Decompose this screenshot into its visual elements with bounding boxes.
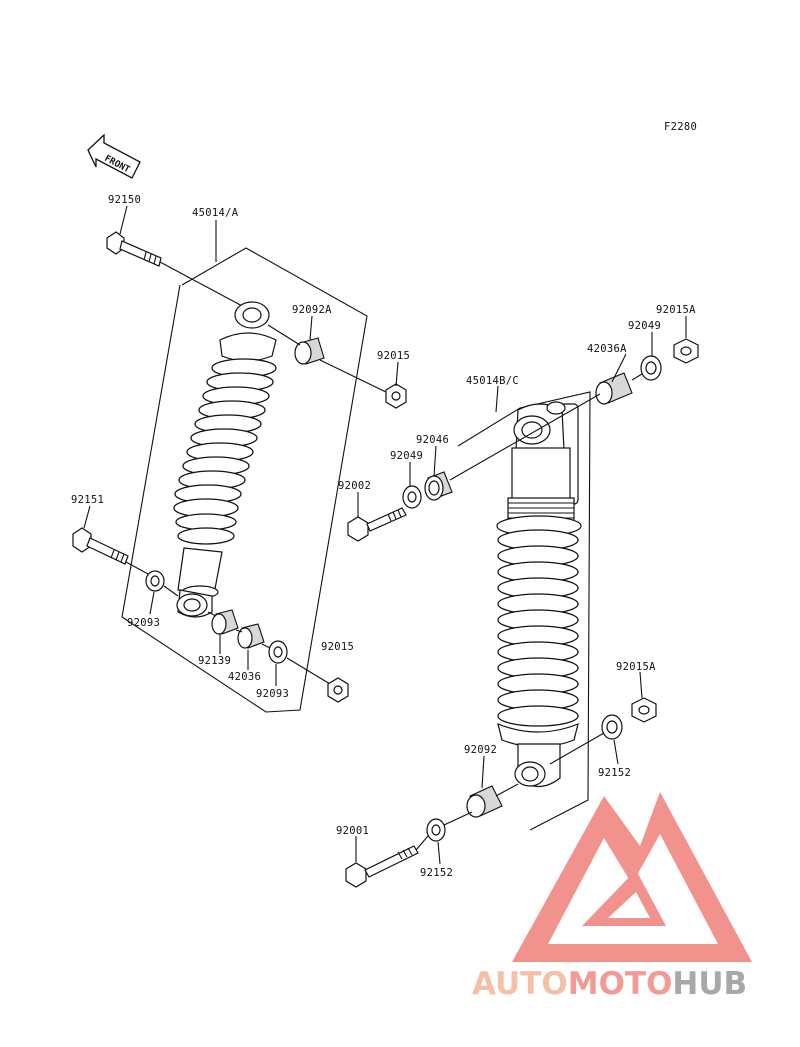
sleeve-42036a	[595, 372, 633, 405]
washer-92093-right	[268, 640, 288, 664]
washer-92152-right	[601, 714, 623, 740]
label-92049-top: 92049	[628, 320, 661, 332]
axis-92015-low	[286, 657, 331, 685]
front-arrow-icon: FRONT	[87, 133, 141, 179]
washer-92093-left	[145, 570, 165, 592]
label-92015a-top: 92015A	[656, 304, 696, 316]
nut-92015a-lower	[631, 697, 657, 723]
watermark-auto: AUTO	[472, 966, 568, 1002]
label-92002: 92002	[338, 480, 371, 492]
label-92001: 92001	[336, 825, 369, 837]
label-92139: 92139	[198, 655, 231, 667]
washer-92049-mid	[402, 485, 422, 509]
bolt-92150	[106, 231, 162, 267]
collar-92092a	[294, 337, 325, 365]
washer-92049-top	[640, 355, 662, 381]
bolt-92002	[347, 507, 407, 542]
washer-92152-bottom	[426, 818, 446, 842]
axis-left-eye	[163, 585, 179, 597]
label-92049-mid: 92049	[390, 450, 423, 462]
label-45014bc: 45014B/C	[466, 375, 519, 387]
watermark-hub: HUB	[672, 966, 747, 1002]
label-92015a-lower: 92015A	[616, 661, 656, 673]
sleeve-42036	[237, 623, 265, 649]
label-92093-bottom: 92093	[256, 688, 289, 700]
part-labels: 92150 45014/A 92092A 92015 92151 92093 9…	[71, 194, 696, 879]
axis-92092	[495, 783, 519, 797]
svg-text:AUTOMOTOHUB: AUTOMOTOHUB	[472, 966, 747, 1002]
label-92150: 92150	[108, 194, 141, 206]
label-45014a: 45014/A	[192, 207, 239, 219]
axis-92139	[207, 611, 217, 617]
collar-92092	[466, 785, 503, 818]
axis-92015-top	[319, 359, 391, 395]
axis-92151	[125, 561, 149, 575]
label-92092: 92092	[464, 744, 497, 756]
axis-42036	[235, 629, 243, 633]
bolt-92001	[345, 845, 419, 888]
label-92152-right: 92152	[598, 767, 631, 779]
right-shock-absorber	[496, 401, 582, 788]
nut-92015-top	[385, 383, 407, 409]
leader-lines	[83, 205, 687, 865]
bolt-92150-axis	[159, 261, 247, 309]
collar-92139	[211, 609, 239, 635]
axis-42036a	[631, 373, 643, 381]
nut-92015-lower	[327, 677, 349, 703]
axis-92092a	[267, 324, 301, 346]
nut-92015a-top	[673, 338, 699, 364]
label-92151: 92151	[71, 494, 104, 506]
automotohub-watermark: AUTOMOTOHUB	[472, 792, 752, 1002]
bolt-92151	[72, 527, 129, 565]
label-92092a: 92092A	[292, 304, 332, 316]
axis-upper-right	[449, 393, 601, 481]
bearing-92046	[424, 471, 453, 501]
watermark-moto: MOTO	[568, 966, 673, 1002]
label-92046: 92046	[416, 434, 449, 446]
left-shock-absorber	[173, 301, 277, 618]
axis-92001	[415, 835, 429, 851]
watermark-logo-icon	[512, 792, 752, 962]
bracket-45014bc	[457, 391, 591, 831]
figure-code: F2280	[664, 121, 697, 133]
label-92093-left: 92093	[127, 617, 160, 629]
bracket-45014a	[121, 247, 368, 713]
axis-92152	[443, 811, 473, 826]
label-92152-bottom: 92152	[420, 867, 453, 879]
axis-lower-right	[549, 732, 605, 765]
label-42036: 42036	[228, 671, 261, 683]
label-92015-top: 92015	[377, 350, 410, 362]
axis-92093	[261, 643, 271, 649]
label-42036a: 42036A	[587, 343, 627, 355]
label-92015-lower: 92015	[321, 641, 354, 653]
